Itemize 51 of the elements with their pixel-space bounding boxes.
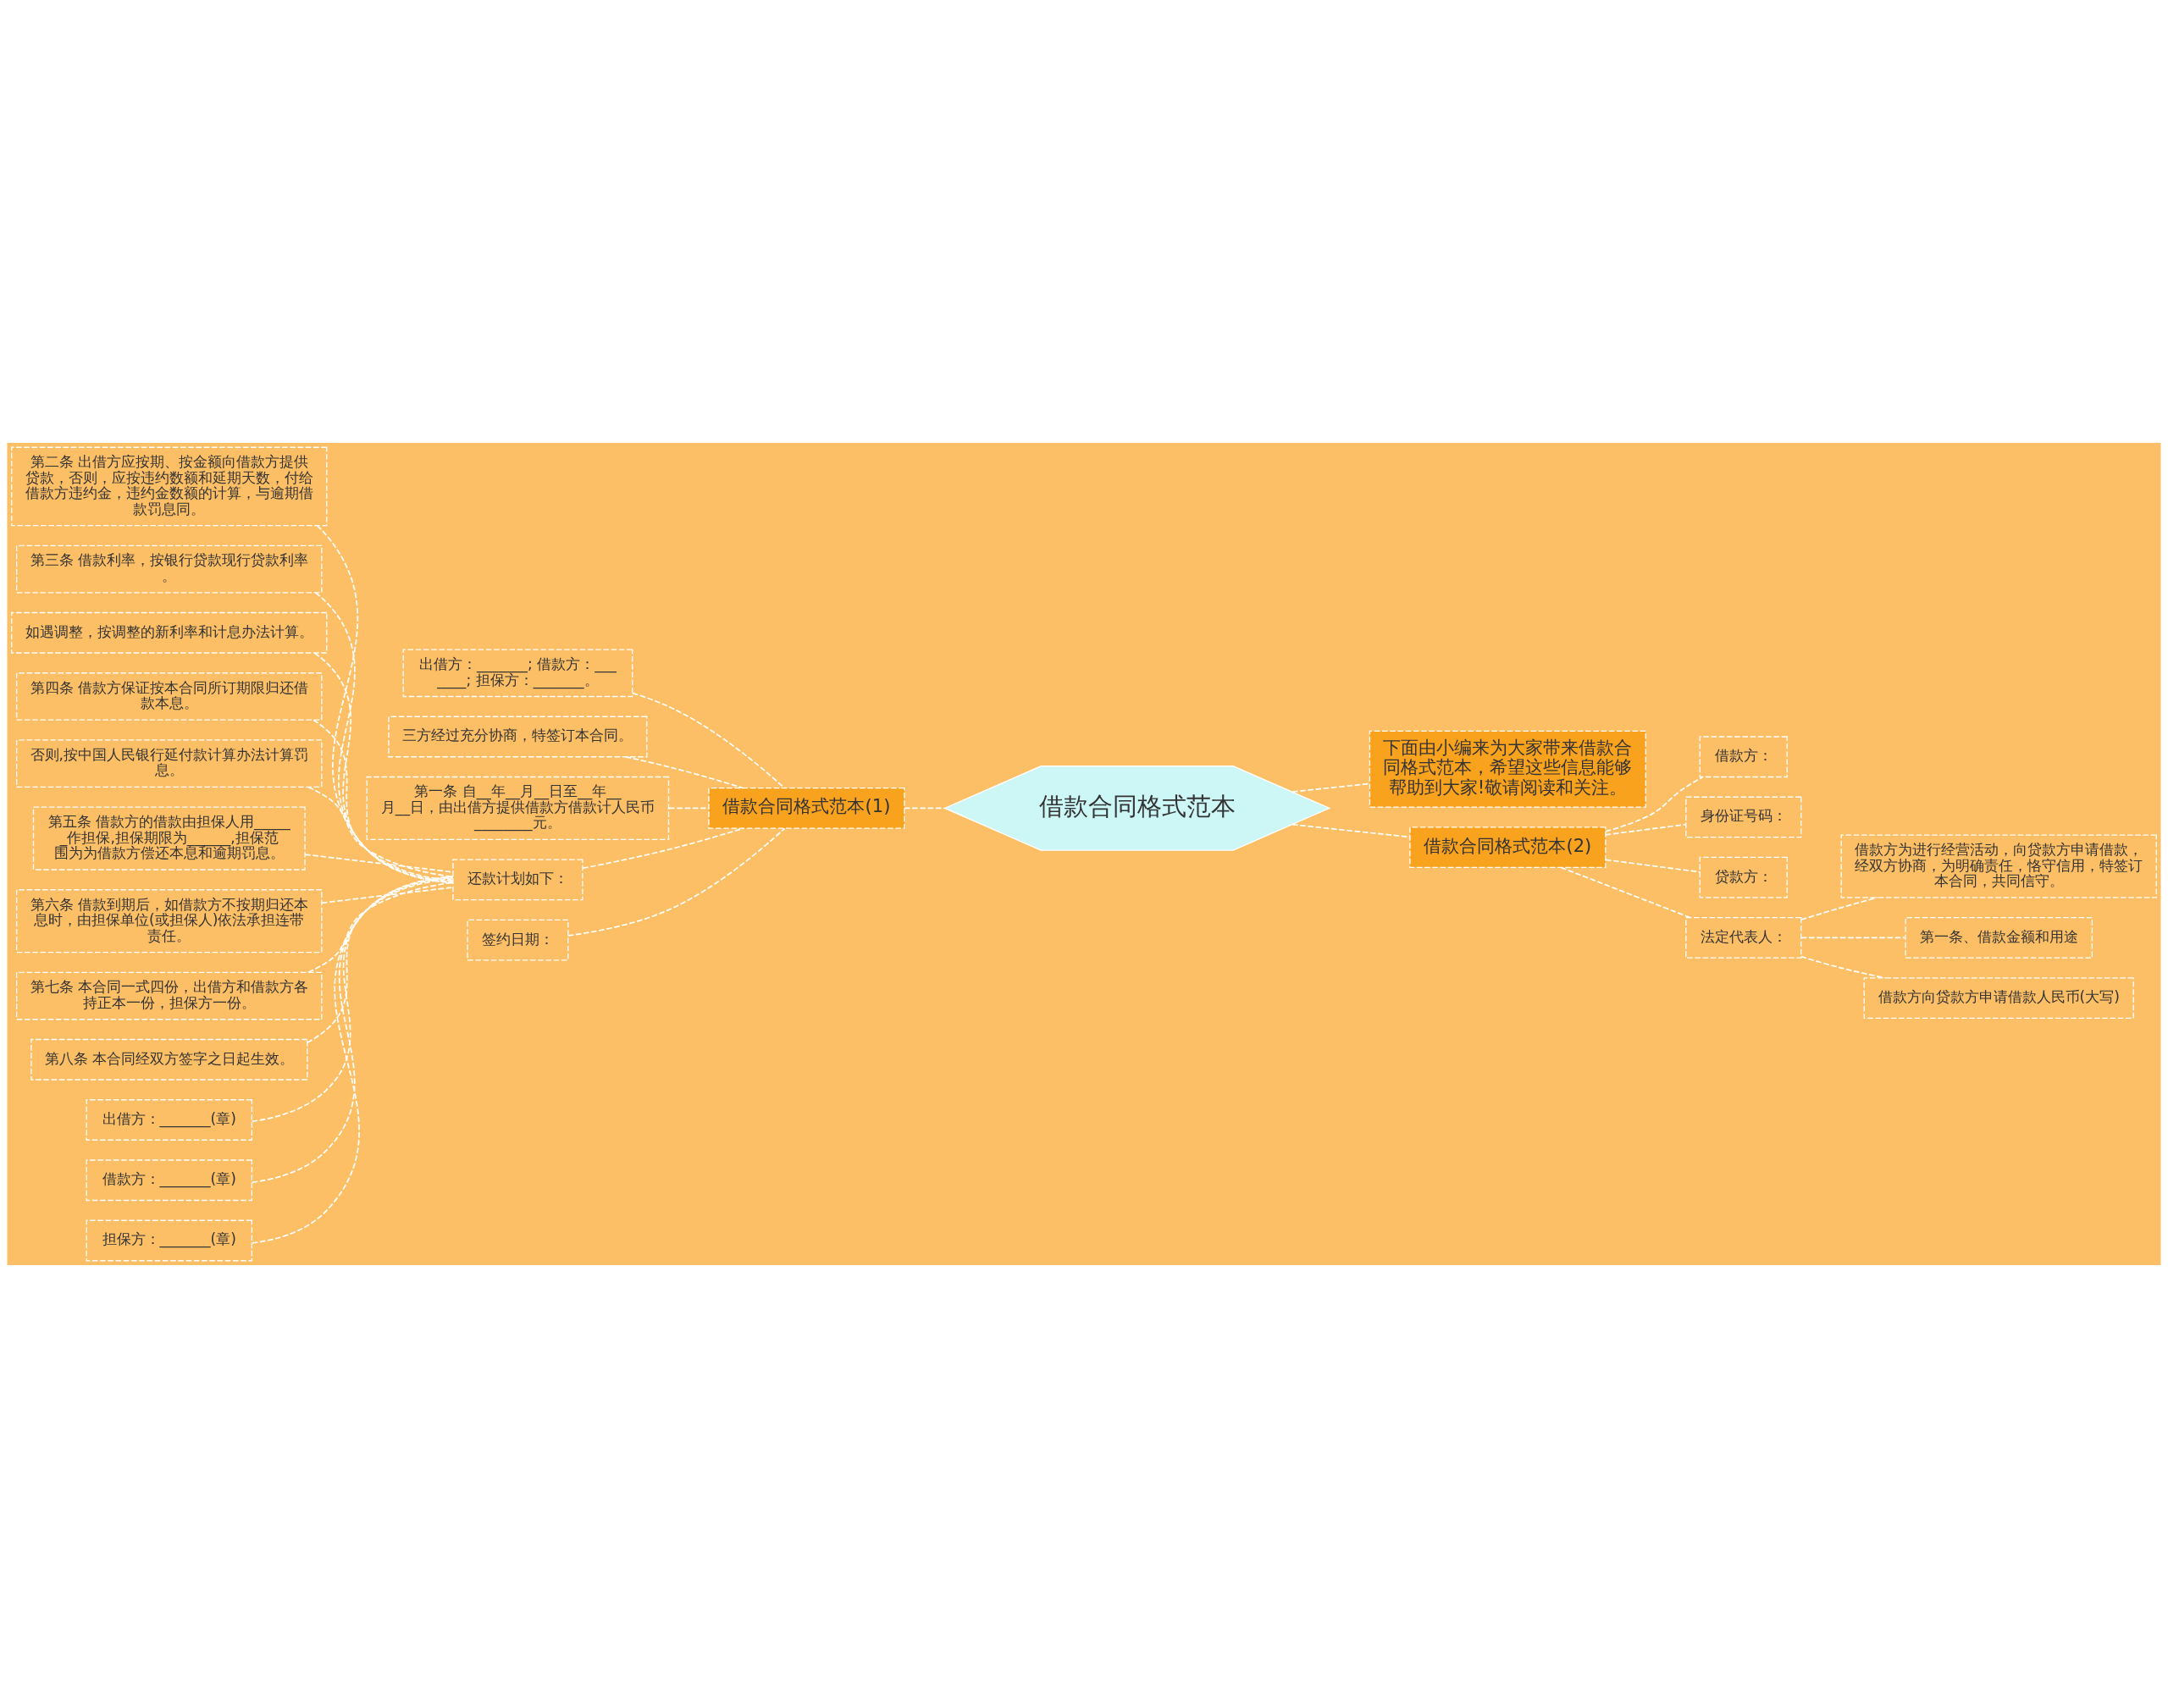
node-box: 借款方：_______(章): [86, 1159, 253, 1202]
node-box: 第六条 借款到期后，如借款方不按期归还本息时，由担保单位(或担保人)依法承担连带责任。: [16, 889, 323, 953]
connector: [1605, 823, 1687, 836]
connector: [251, 876, 454, 1123]
connector: [904, 807, 946, 810]
connector: [668, 807, 710, 810]
connector: [1800, 937, 1906, 939]
node-box: 借款方：: [1699, 736, 1788, 778]
node-box: 否则,按中国人民银行延付款计算办法计算罚息。: [16, 739, 323, 788]
connector: [307, 877, 454, 1044]
connector: [1291, 823, 1411, 838]
connector: [632, 692, 785, 789]
node-box: 第三条 借款利率，按银行贷款现行贷款利率。: [16, 544, 323, 594]
node-box: 第五条 借款方的借款由担保人用______作担保,担保期限为______,担保范围为为借款方偿还本息和逾期罚息。: [32, 806, 306, 871]
connector: [307, 882, 454, 974]
node-box: 借款方向贷款方申请借款人民币(大写): [1863, 977, 2134, 1020]
node-box: 第四条 借款方保证按本合同所订期限归还借款本息。: [16, 672, 323, 721]
connector: [1800, 955, 1886, 979]
node-box: 第八条 本合同经双方签字之日起生效。: [30, 1038, 308, 1081]
node-box: 贷款方：: [1699, 856, 1788, 898]
node-box: 借款合同格式范本(1): [708, 788, 905, 829]
node-box: 法定代表人：: [1685, 917, 1802, 959]
connector: [624, 755, 744, 789]
node-box: 三方经过充分协商，特签订本合同。: [388, 716, 648, 758]
node-box: 下面由小编来为大家带来借款合同格式范本，希望这些信息能够帮助到大家!敬请阅读和关注。: [1369, 730, 1646, 808]
node-box: 身份证号码：: [1685, 796, 1802, 838]
node-box: 如遇调整，按调整的新利率和计息办法计算。: [11, 611, 328, 654]
node-box: 出借方：_______; 借款方：_______; 担保方：_______。: [402, 649, 633, 698]
node-box: 签约日期：: [467, 919, 569, 961]
node-box: 第一条、借款金额和用途: [1905, 917, 2093, 959]
connector: [312, 719, 454, 882]
node-box: 出借方：_______(章): [86, 1099, 253, 1141]
connector: [316, 524, 454, 884]
node-box: 担保方：_______(章): [86, 1219, 253, 1262]
connector: [1560, 866, 1691, 919]
node-box: 借款合同格式范本(2): [1409, 826, 1607, 868]
node-box: 借款方为进行经营活动，向贷款方申请借款，经双方协商，为明确责任，恪守信用，特签订本合同，共同信守。: [1840, 834, 2157, 898]
node-box: 第七条 本合同一式四份，出借方和借款方各持正本一份，担保方一份。: [16, 971, 323, 1020]
connector: [1605, 776, 1704, 832]
connector: [314, 592, 454, 884]
connector: [251, 876, 454, 1244]
node-box: 还款计划如下：: [452, 859, 583, 901]
connector: [567, 827, 786, 937]
connector: [1605, 859, 1701, 873]
node-box: 第一条 自__年__月__日至__年__月__日，由出借方提供借款方借款计人民币________元。: [366, 776, 670, 840]
connector: [321, 887, 454, 904]
connector: [313, 652, 454, 883]
node-box: 第二条 出借方应按期、按金额向借款方提供贷款，否则，应按违约数额和延期天数，付给借款方违约金，违约金数额的计算，与逾期借款罚息同。: [11, 446, 328, 527]
connector: [1800, 897, 1878, 920]
connector: [252, 876, 454, 1184]
connector: [582, 827, 744, 870]
